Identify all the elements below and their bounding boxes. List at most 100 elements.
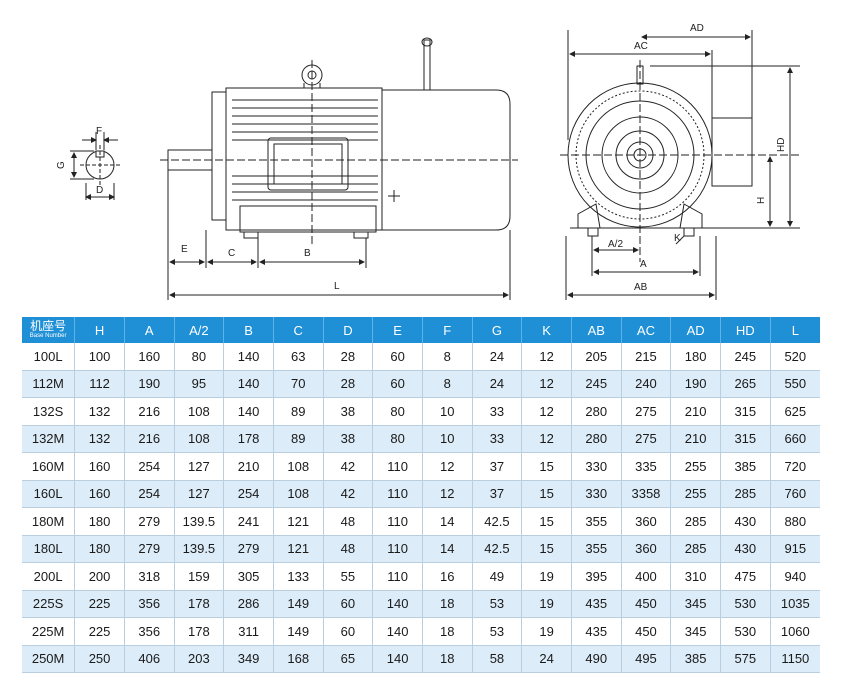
table-cell: 140 xyxy=(223,343,274,371)
dim-label-hd: HD xyxy=(776,138,787,152)
table-cell: 12 xyxy=(422,480,473,508)
table-cell: 280 xyxy=(571,425,622,453)
shaft-section-view xyxy=(70,132,120,200)
table-cell: 255 xyxy=(670,452,721,481)
table-cell: 495 xyxy=(621,645,672,673)
column-header: B xyxy=(223,317,274,343)
table-cell: 42 xyxy=(323,480,374,508)
table-cell: 180 xyxy=(670,343,721,371)
table-cell: 132 xyxy=(74,397,125,426)
motor-drawing-svg: F G D xyxy=(56,23,800,300)
table-cell: 10 xyxy=(422,425,473,453)
table-cell: 55 xyxy=(323,562,374,591)
table-cell: 48 xyxy=(323,535,374,563)
table-cell: 149 xyxy=(273,617,324,646)
table-cell: 19 xyxy=(521,590,572,618)
table-cell: 285 xyxy=(670,507,721,536)
table-cell: 315 xyxy=(720,397,771,426)
table-cell: 254 xyxy=(124,452,175,481)
base-number-cell: 250M xyxy=(22,645,76,673)
table-cell: 310 xyxy=(670,562,721,591)
table-cell: 159 xyxy=(174,562,225,591)
table-cell: 108 xyxy=(174,425,225,453)
dim-label-ab: AB xyxy=(634,282,648,293)
table-cell: 180 xyxy=(74,535,125,563)
table-cell: 19 xyxy=(521,617,572,646)
dim-label-ad: AD xyxy=(690,23,704,34)
dim-label-c: C xyxy=(228,248,235,259)
table-cell: 1150 xyxy=(770,645,820,673)
table-cell: 395 xyxy=(571,562,622,591)
table-cell: 490 xyxy=(571,645,622,673)
table-cell: 18 xyxy=(422,590,473,618)
table-cell: 245 xyxy=(720,343,771,371)
column-header-label: A xyxy=(144,322,154,338)
table-cell: 450 xyxy=(621,617,672,646)
table-cell: 42.5 xyxy=(472,507,523,536)
column-header: HD xyxy=(720,317,771,343)
table-cell: 19 xyxy=(521,562,572,591)
table-cell: 80 xyxy=(174,343,225,371)
column-header-label: F xyxy=(443,322,452,338)
column-header-label: E xyxy=(393,322,402,338)
table-cell: 15 xyxy=(521,507,572,536)
table-cell: 435 xyxy=(571,590,622,618)
table-cell: 280 xyxy=(571,397,622,426)
table-cell: 345 xyxy=(670,590,721,618)
technical-drawing: F G D xyxy=(0,0,845,312)
table-cell: 15 xyxy=(521,452,572,481)
table-cell: 140 xyxy=(372,590,423,618)
table-cell: 133 xyxy=(273,562,324,591)
table-cell: 12 xyxy=(521,425,572,453)
table-cell: 205 xyxy=(571,343,622,371)
table-cell: 108 xyxy=(273,452,324,481)
table-cell: 112 xyxy=(74,370,125,398)
table-cell: 140 xyxy=(372,617,423,646)
table-cell: 349 xyxy=(223,645,274,673)
table-cell: 241 xyxy=(223,507,274,536)
column-header-label: B xyxy=(244,322,253,338)
table-cell: 16 xyxy=(422,562,473,591)
column-header-label: D xyxy=(343,322,353,338)
table-cell: 279 xyxy=(124,507,175,536)
table-cell: 89 xyxy=(273,397,324,426)
table-cell: 385 xyxy=(670,645,721,673)
base-number-cell: 160M xyxy=(22,452,76,481)
table-cell: 24 xyxy=(521,645,572,673)
dim-label-ac: AC xyxy=(634,41,648,52)
table-cell: 58 xyxy=(472,645,523,673)
table-cell: 10 xyxy=(422,397,473,426)
table-cell: 33 xyxy=(472,397,523,426)
table-cell: 200 xyxy=(74,562,125,591)
table-cell: 140 xyxy=(223,397,274,426)
column-header: A xyxy=(124,317,175,343)
table-cell: 279 xyxy=(124,535,175,563)
table-cell: 305 xyxy=(223,562,274,591)
table-cell: 245 xyxy=(571,370,622,398)
table-cell: 760 xyxy=(770,480,820,508)
table-cell: 625 xyxy=(770,397,820,426)
table-cell: 139.5 xyxy=(174,535,225,563)
table-cell: 356 xyxy=(124,617,175,646)
table-cell: 286 xyxy=(223,590,274,618)
table-cell: 265 xyxy=(720,370,771,398)
table-cell: 8 xyxy=(422,370,473,398)
table-cell: 435 xyxy=(571,617,622,646)
base-number-cell: 225S xyxy=(22,590,76,618)
table-cell: 63 xyxy=(273,343,324,371)
base-number-cell: 132M xyxy=(22,425,76,453)
table-cell: 42 xyxy=(323,452,374,481)
table-cell: 95 xyxy=(174,370,225,398)
table-cell: 121 xyxy=(273,507,324,536)
table-cell: 880 xyxy=(770,507,820,536)
base-number-cell: 180M xyxy=(22,507,76,536)
table-cell: 110 xyxy=(372,562,423,591)
